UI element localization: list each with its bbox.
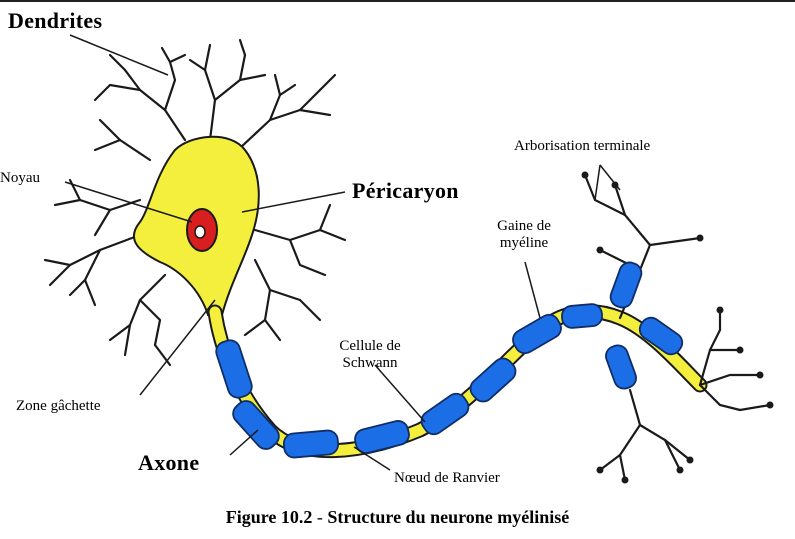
terminal-buttons bbox=[582, 172, 774, 484]
label-dendrites: Dendrites bbox=[8, 8, 102, 33]
label-cellule-line1: Cellule de bbox=[320, 338, 420, 355]
label-cellule-de-schwann: Cellule de Schwann bbox=[320, 338, 420, 373]
label-arborisation-terminale: Arborisation terminale bbox=[514, 138, 650, 155]
label-gaine-line1: Gaine de bbox=[478, 218, 570, 235]
figure-caption: Figure 10.2 - Structure du neurone myéli… bbox=[0, 507, 795, 528]
caption-prefix: Figure 10.2 bbox=[226, 507, 313, 527]
label-gaine-de-myeline: Gaine de myéline bbox=[478, 218, 570, 253]
label-zone-gachette: Zone gâchette bbox=[16, 398, 101, 415]
label-axone: Axone bbox=[138, 450, 199, 475]
terminal-arborization bbox=[585, 175, 770, 480]
caption-title: Structure du neurone myélinisé bbox=[327, 507, 569, 527]
label-noyau: Noyau bbox=[0, 170, 40, 187]
label-noeud-de-ranvier: Nœud de Ranvier bbox=[394, 470, 500, 487]
myelin-sheath bbox=[214, 260, 687, 459]
nucleolus bbox=[195, 226, 205, 238]
label-gaine-line2: myéline bbox=[478, 235, 570, 252]
label-pericaryon: Péricaryon bbox=[352, 178, 459, 203]
label-cellule-line2: Schwann bbox=[320, 355, 420, 372]
caption-separator: - bbox=[312, 507, 327, 527]
